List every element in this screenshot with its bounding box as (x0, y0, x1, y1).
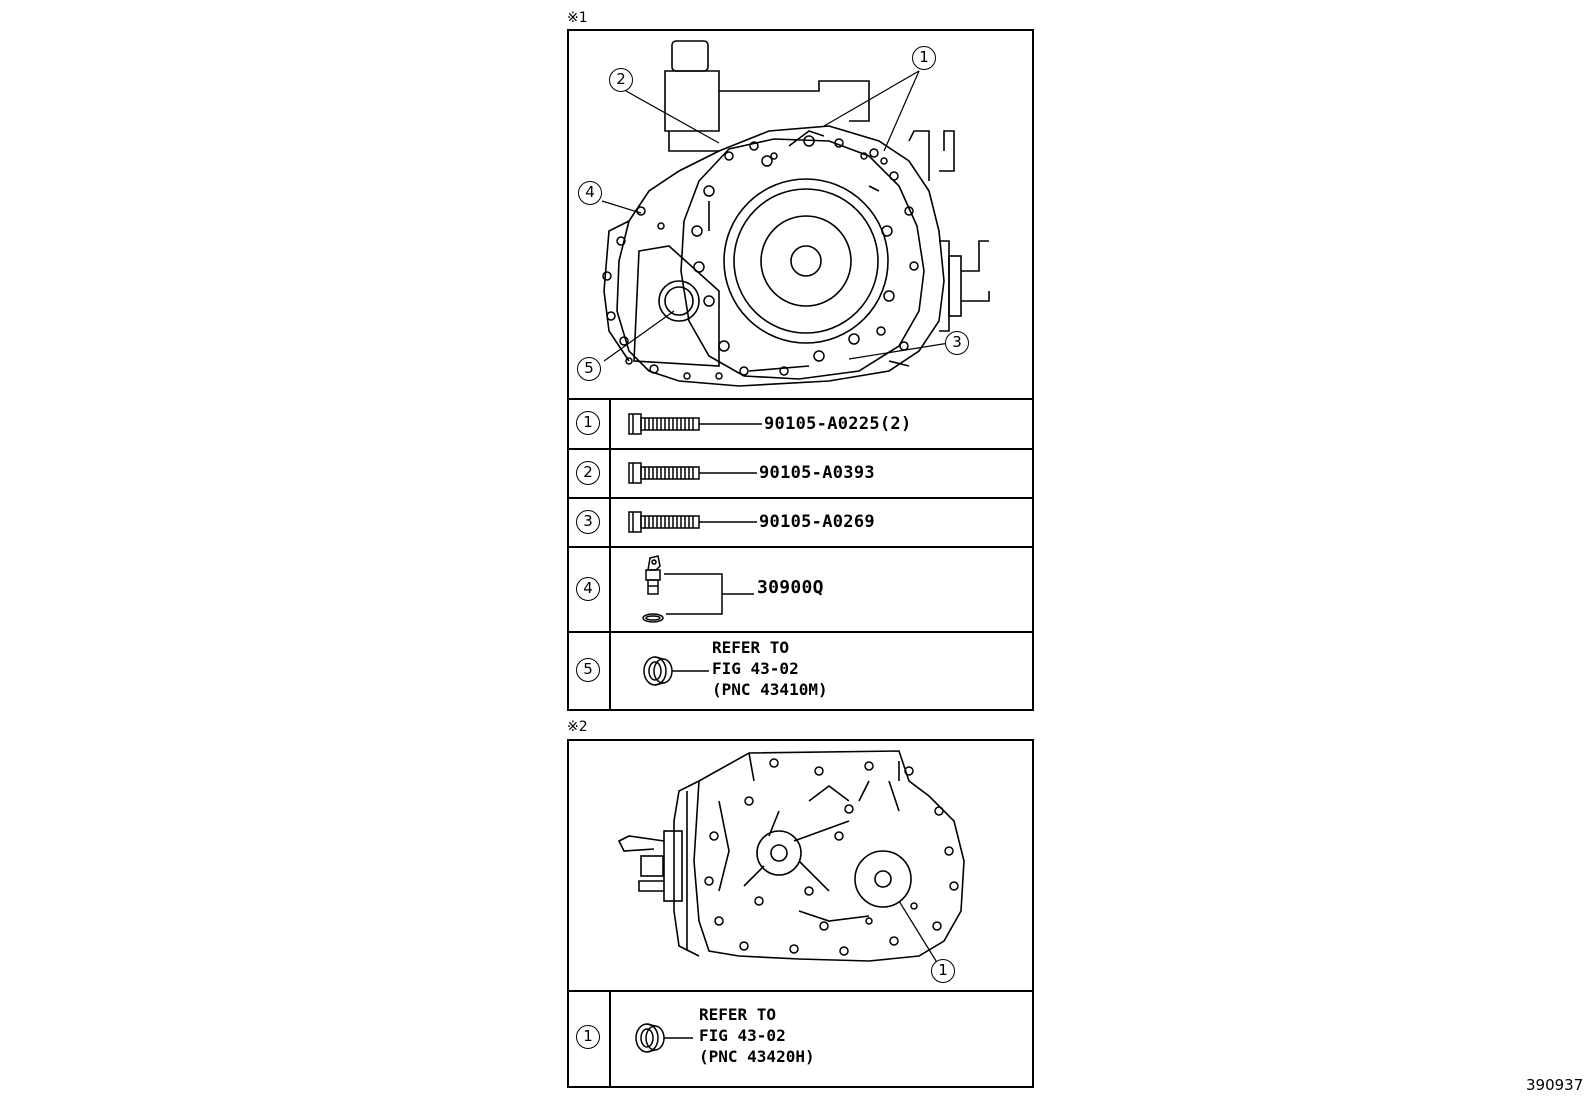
callout-1: 1 (931, 959, 955, 983)
row-number: 2 (576, 461, 600, 485)
parts-row-1: 1 REFER TO FIG 43-02 (PNC 43420H) (569, 990, 1032, 1086)
note-bottom: ※2 (567, 719, 588, 735)
note-top: ※1 (567, 10, 588, 26)
callout-3: 3 (945, 331, 969, 355)
bottom-diagram-panel: 1 1 REFER TO FIG 43-02 (PNC 43420H) (567, 739, 1034, 1088)
figure-code: 390937 (1526, 1076, 1584, 1094)
callout-5: 5 (577, 357, 601, 381)
bolt-icon (628, 511, 757, 533)
row-number: 3 (576, 510, 600, 534)
reference-line-3: (PNC 43410M) (712, 680, 828, 699)
parts-row-2: 2 90105-A0393 (569, 448, 1032, 497)
row-number: 1 (576, 411, 600, 435)
top-diagram-panel: 2 1 4 3 5 1 90105-A0225(2) 2 90105-A039 (567, 29, 1034, 711)
row-number: 1 (576, 1025, 600, 1049)
transmission-rear-illustration (617, 750, 965, 970)
reference-line-2: FIG 43-02 (712, 659, 799, 678)
reference-line-1: REFER TO (712, 638, 790, 657)
part-number: 90105-A0393 (759, 463, 875, 483)
row-number: 5 (576, 658, 600, 682)
parts-row-1: 1 90105-A0225(2) (569, 398, 1032, 448)
part-number: 90105-A0225(2) (764, 414, 912, 434)
part-number: 30900Q (757, 577, 824, 598)
parts-row-4: 4 30900Q (569, 546, 1032, 631)
reference-line-2: FIG 43-02 (699, 1026, 786, 1045)
oil-seal-icon (635, 1023, 693, 1053)
callout-4: 4 (578, 181, 602, 205)
callout-1: 1 (912, 46, 936, 70)
bolt-icon (628, 413, 762, 435)
row-number: 4 (576, 577, 600, 601)
parts-row-5: 5 REFER TO FIG 43-02 (PNC 43410M) (569, 631, 1032, 709)
sensor-oring-icon (642, 555, 754, 623)
reference-line-1: REFER TO (699, 1005, 777, 1024)
parts-row-3: 3 90105-A0269 (569, 497, 1032, 546)
reference-line-3: (PNC 43420H) (699, 1047, 815, 1066)
part-number: 90105-A0269 (759, 512, 875, 532)
callout-2: 2 (609, 68, 633, 92)
transmission-front-illustration (601, 40, 990, 387)
oil-seal-icon (643, 656, 709, 686)
bolt-icon (628, 462, 757, 484)
